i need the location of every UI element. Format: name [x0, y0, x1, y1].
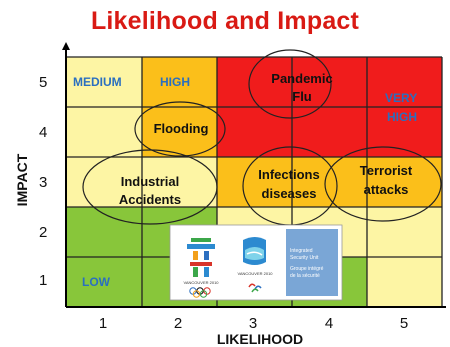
- cell-impact3-likelihood1: [66, 157, 142, 207]
- isu-text-line1: Integrated: [290, 248, 313, 254]
- cell-impact4-likelihood2: [142, 107, 217, 157]
- inukshuk-emblem: [187, 238, 215, 277]
- y-tick-5: 5: [39, 74, 47, 91]
- logo-panel: VANCOUVER 2010 VANCOUVER 2010 Integrated…: [169, 224, 343, 301]
- cell-impact5-likelihood2: [142, 57, 217, 107]
- zone-medium-label: MEDIUM: [73, 75, 122, 89]
- x-tick-2: 2: [174, 315, 182, 332]
- y-axis-title: IMPACT: [14, 153, 30, 206]
- cell-impact2-likelihood1: [66, 207, 142, 257]
- logo-caption-left: VANCOUVER 2010: [183, 280, 219, 285]
- industrial-accidents-label-line2: Accidents: [119, 192, 181, 207]
- cell-impact4-likelihood3: [217, 107, 292, 157]
- cell-impact5-likelihood1: [66, 57, 142, 107]
- y-tick-4: 4: [39, 124, 47, 141]
- terrorist-attacks-label-line2: attacks: [364, 182, 409, 197]
- paralympic-emblem: [243, 237, 266, 265]
- zone-very-high-label-line2: HIGH: [387, 110, 417, 124]
- cell-impact5-likelihood4: [292, 57, 367, 107]
- olympic-rings-icon: [189, 287, 211, 298]
- cell-impact3-likelihood3: [217, 157, 292, 207]
- y-tick-3: 3: [39, 174, 47, 191]
- infections-diseases-label-line1: Infections: [258, 167, 319, 182]
- cell-impact5-likelihood5: [367, 57, 442, 107]
- zone-very-high-label-line1: VERY: [385, 91, 417, 105]
- cell-impact4-likelihood5: [367, 107, 442, 157]
- cell-impact2-likelihood5: [367, 207, 442, 257]
- zone-high-label: HIGH: [160, 75, 190, 89]
- cell-impact4-likelihood4: [292, 107, 367, 157]
- y-tick-1: 1: [39, 272, 47, 289]
- grid-lines: [66, 56, 443, 307]
- axes: [62, 42, 446, 308]
- isu-text-line3: Groupe intégré: [290, 266, 324, 272]
- cell-impact1-likelihood1: [66, 257, 142, 307]
- pandemic-flu-label-line1: Pandemic: [271, 71, 332, 86]
- industrial-accidents-label-line1: Industrial: [121, 174, 180, 189]
- y-tick-2: 2: [39, 224, 47, 241]
- cell-impact5-likelihood3: [217, 57, 292, 107]
- infections-diseases-label-line2: diseases: [262, 186, 317, 201]
- cell-impact1-likelihood5: [367, 257, 442, 307]
- isu-badge: [286, 229, 338, 296]
- x-tick-5: 5: [400, 315, 408, 332]
- pandemic-flu-label-line2: Flu: [292, 89, 312, 104]
- logo-caption-right: VANCOUVER 2010: [237, 271, 273, 276]
- x-tick-3: 3: [249, 315, 257, 332]
- cell-impact4-likelihood1: [66, 107, 142, 157]
- paralympic-agitos-icon: [248, 283, 262, 293]
- terrorist-attacks-ellipse: [324, 146, 442, 222]
- x-tick-4: 4: [325, 315, 333, 332]
- terrorist-attacks-label-line1: Terrorist: [360, 163, 413, 178]
- pandemic-flu-ellipse: [248, 49, 332, 119]
- industrial-accidents-ellipse: [82, 149, 218, 225]
- isu-text-line4: de la sécurité: [290, 273, 320, 279]
- zone-low-label: LOW: [82, 275, 111, 289]
- page-title: Likelihood and Impact: [90, 7, 360, 35]
- x-axis-title: LIKELIHOOD: [217, 331, 303, 347]
- x-tick-1: 1: [99, 315, 107, 332]
- cell-impact3-likelihood5: [367, 157, 442, 207]
- flooding-label: Flooding: [154, 121, 209, 136]
- flooding-ellipse: [134, 101, 226, 157]
- isu-text-line2: Security Unit: [290, 255, 319, 261]
